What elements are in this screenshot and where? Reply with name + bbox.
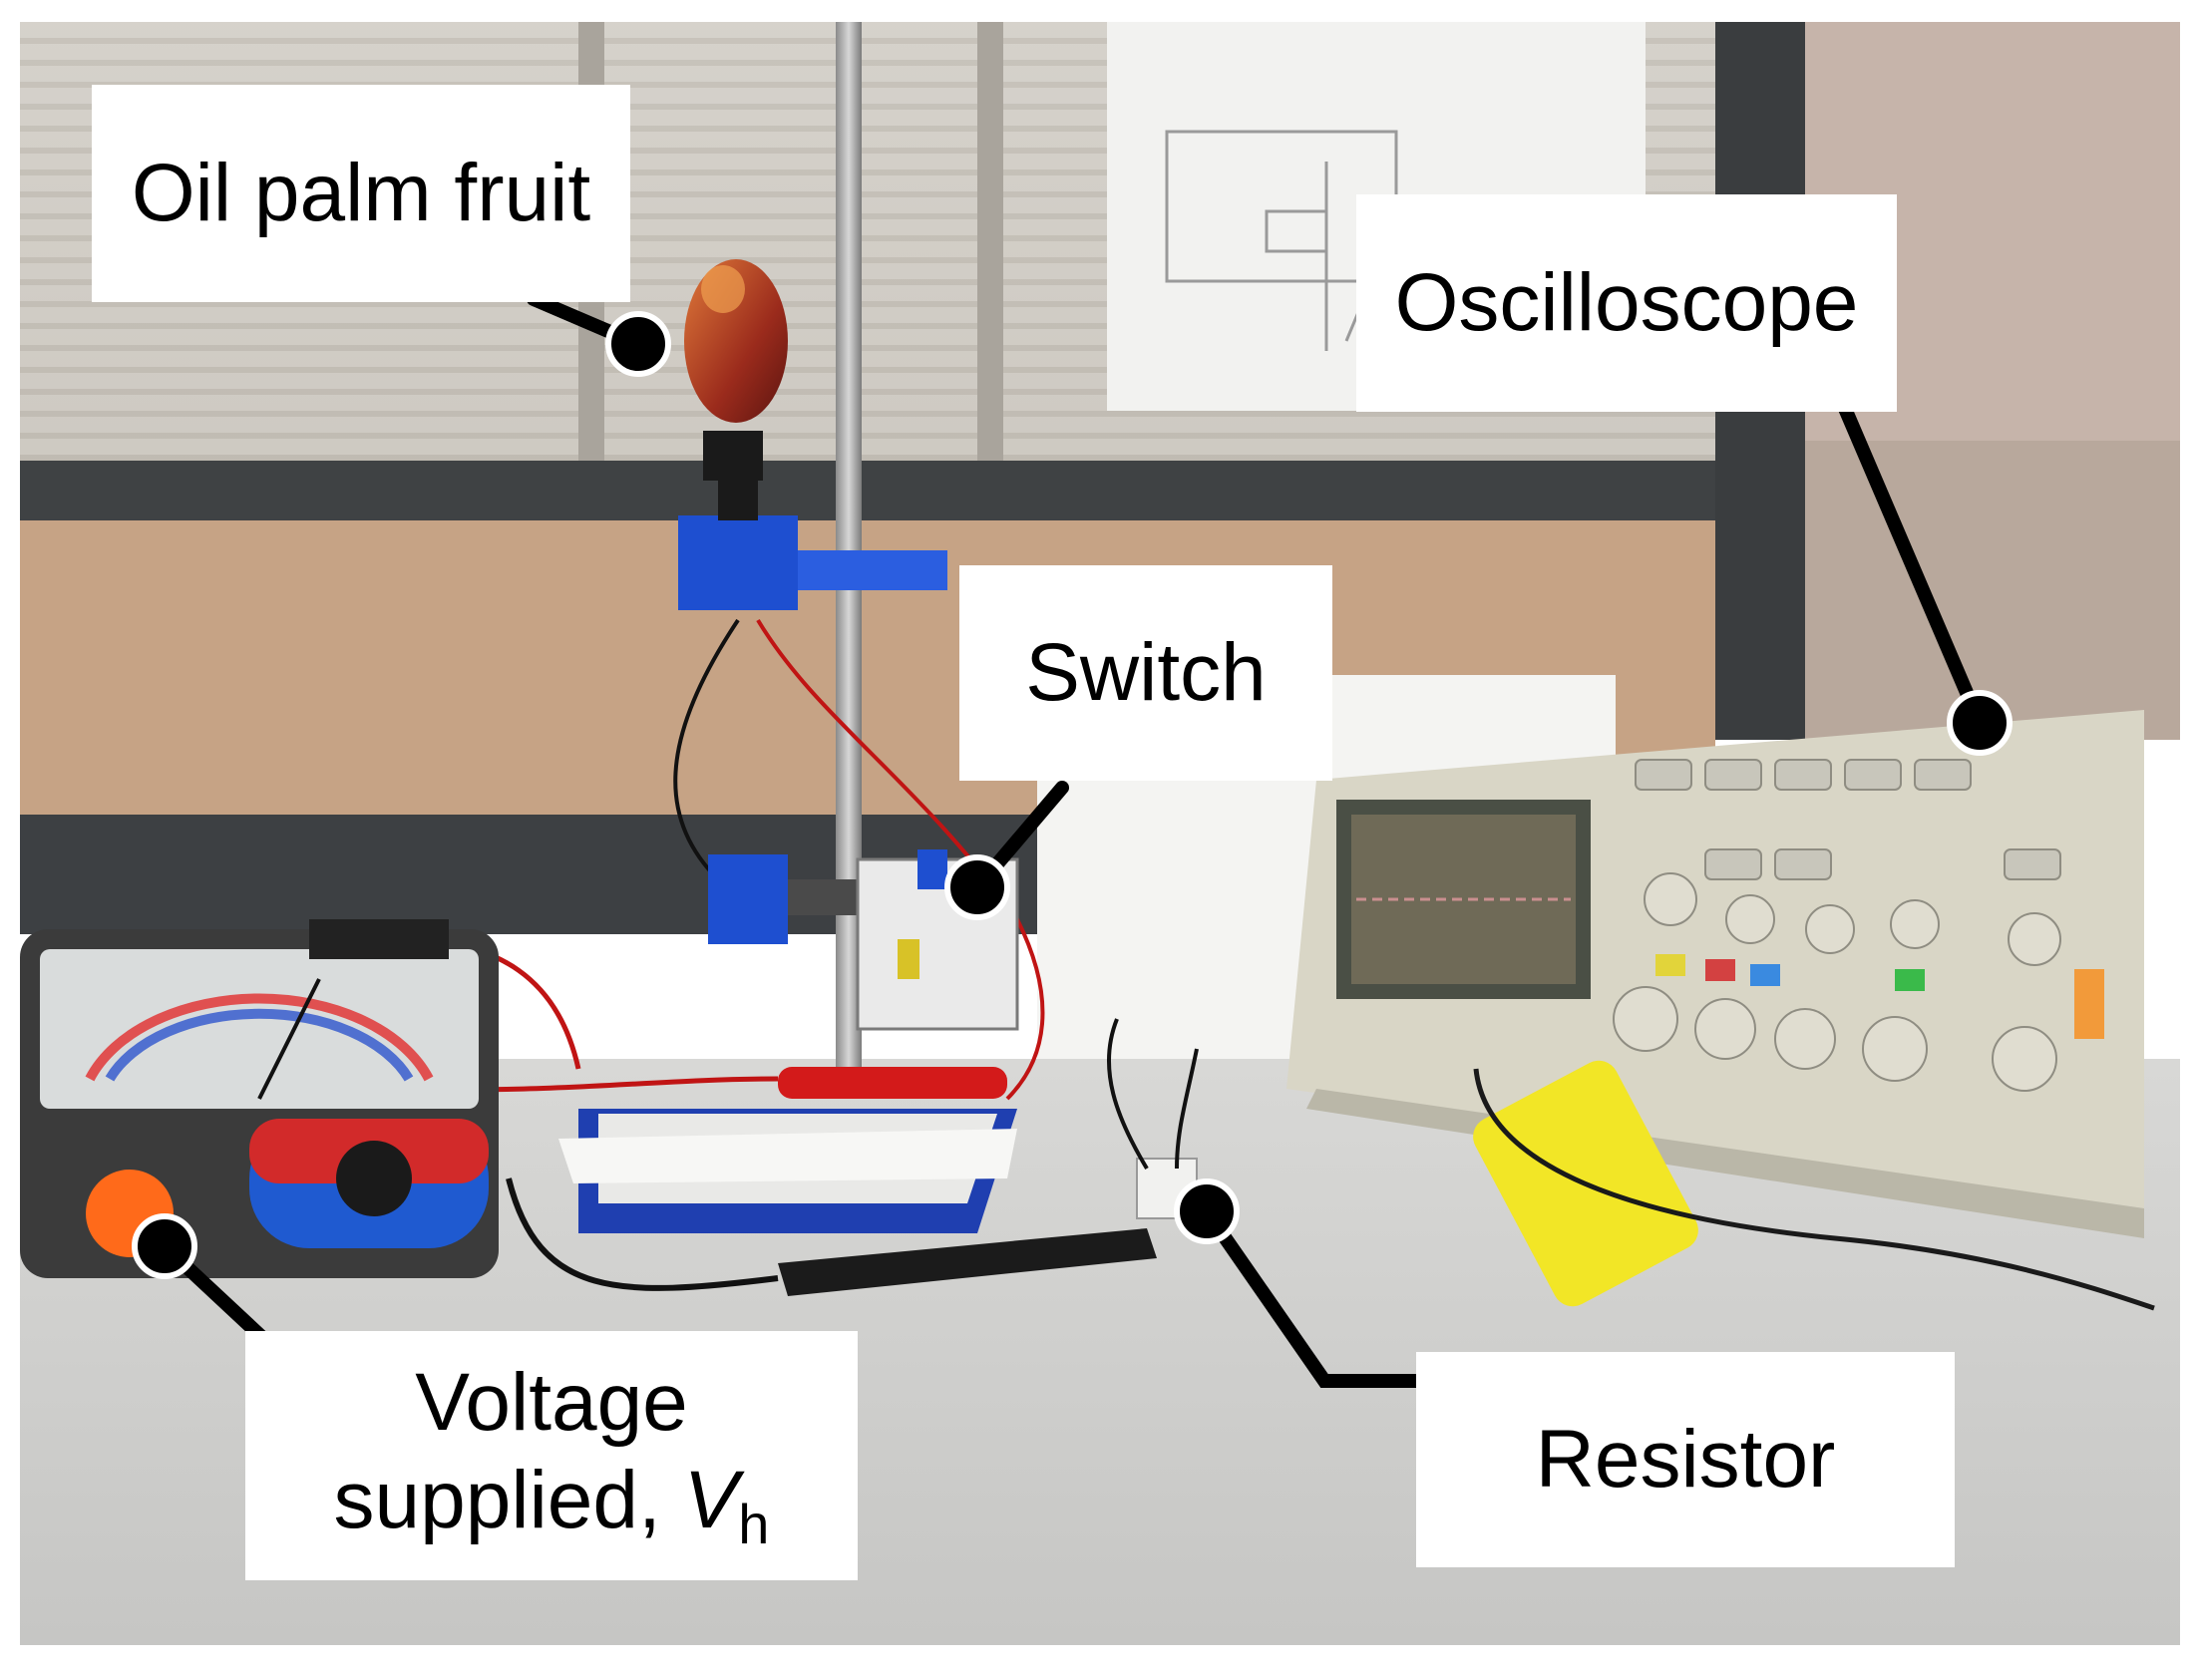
label-resistor-text: Resistor: [1535, 1413, 1836, 1505]
lower-clamp: [708, 854, 788, 944]
upper-clamp: [678, 515, 798, 610]
red-probe: [778, 1067, 1007, 1099]
label-resistor: Resistor: [1416, 1352, 1955, 1567]
oscilloscope-device: [1286, 710, 2144, 1238]
label-voltage-supplied: Voltage supplied, Vh: [245, 1331, 858, 1580]
insulation-tester: [20, 919, 499, 1278]
label-voltage-line2: supplied, Vh: [334, 1452, 770, 1557]
label-oscilloscope: Oscilloscope: [1356, 194, 1897, 412]
voltage-subscript: h: [738, 1493, 770, 1556]
label-oil-palm-fruit-text: Oil palm fruit: [131, 147, 591, 238]
label-voltage-line1: Voltage: [415, 1356, 688, 1448]
voltage-symbol: V: [683, 1455, 739, 1546]
label-switch-text: Switch: [1025, 626, 1267, 718]
black-probe: [778, 1228, 1157, 1296]
label-voltage-line2-text: supplied,: [333, 1455, 661, 1546]
label-oil-palm-fruit: Oil palm fruit: [92, 85, 630, 302]
label-oscilloscope-text: Oscilloscope: [1394, 256, 1859, 348]
label-switch: Switch: [959, 565, 1332, 781]
